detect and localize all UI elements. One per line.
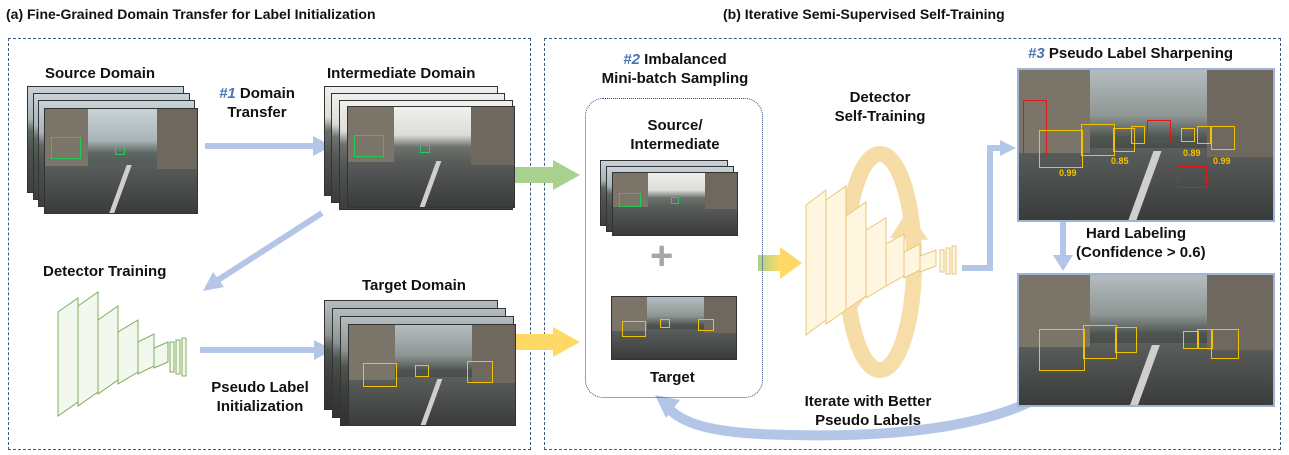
step3-label: #3 Pseudo Label Sharpening <box>1028 44 1233 63</box>
detection-box <box>1115 327 1137 353</box>
step1-label: #1 Domain Transfer <box>212 84 302 122</box>
arrow-to-target-domain <box>200 340 333 360</box>
step2-text-b: Mini-batch Sampling <box>601 70 749 87</box>
source-domain-label: Source Domain <box>45 65 156 82</box>
arrow-to-detector-training <box>203 210 324 291</box>
step1-text-a: Domain <box>239 85 295 102</box>
source-intermediate-b: Intermediate <box>630 136 720 153</box>
detection-box <box>619 193 641 207</box>
network-training-icon <box>57 291 187 417</box>
detection-box <box>1131 126 1145 144</box>
detection-box <box>622 321 646 337</box>
network-self-training-icon <box>805 185 957 336</box>
detection-box <box>698 319 714 331</box>
detection-box <box>1039 329 1085 371</box>
detection-box <box>1211 329 1239 359</box>
hard-labeling-label: Hard Labeling (Confidence > 0.6) <box>1076 224 1206 262</box>
pseudo-init-a: Pseudo Label <box>211 379 309 396</box>
arrow-green-intermediate <box>513 160 580 190</box>
panel-a-frame <box>8 38 531 450</box>
detection-box <box>660 319 670 328</box>
detection-box <box>115 147 125 155</box>
detection-box <box>354 135 384 157</box>
detector-training-label: Detector Training <box>43 263 167 280</box>
detection-box <box>420 145 430 153</box>
arrow-domain-transfer <box>205 136 332 156</box>
detection-box <box>363 363 397 387</box>
detection-box <box>1197 329 1213 349</box>
detection-box <box>1211 126 1235 150</box>
detection-box <box>671 197 679 204</box>
step2-number: #2 <box>623 51 640 68</box>
detection-box <box>1083 325 1117 359</box>
panel-a-title: (a) Fine-Grained Domain Transfer for Lab… <box>6 6 376 22</box>
self-training-label: Detector Self-Training <box>820 88 940 126</box>
step1-number: #1 <box>219 85 236 102</box>
iterate-a: Iterate with Better <box>804 393 932 410</box>
sharpening-image-before: 0.99 0.85 0.89 0.99 <box>1017 68 1275 222</box>
detection-box <box>1197 126 1211 144</box>
arrow-yellow-target <box>513 327 580 357</box>
low-confidence-box <box>1177 166 1207 188</box>
detection-box <box>1039 130 1083 168</box>
panel-b-title: (b) Iterative Semi-Supervised Self-Train… <box>723 6 1005 22</box>
source-intermediate-label: Source/ Intermediate <box>600 116 750 154</box>
minibatch-target-image <box>611 296 737 360</box>
score-label: 0.99 <box>1213 156 1231 166</box>
source-intermediate-a: Source/ <box>647 117 703 134</box>
detection-box <box>467 361 493 383</box>
step2-label: #2 Imbalanced Mini-batch Sampling <box>585 50 765 88</box>
hard-labeling-b: (Confidence > 0.6) <box>1076 244 1206 261</box>
sharpening-image-after <box>1017 273 1275 407</box>
detection-box <box>1081 124 1115 156</box>
pseudo-init-label: Pseudo Label Initialization <box>205 378 315 416</box>
detection-box <box>1181 128 1195 142</box>
iterate-b: Pseudo Labels <box>815 412 921 429</box>
panel-b-frame <box>544 38 1281 450</box>
self-training-b: Self-Training <box>834 108 926 125</box>
score-label: 0.89 <box>1183 148 1201 158</box>
low-confidence-box <box>1023 100 1047 156</box>
score-label: 0.85 <box>1111 156 1129 166</box>
plus-icon: + <box>650 234 674 278</box>
pseudo-init-b: Initialization <box>216 398 304 415</box>
target-label: Target <box>650 369 695 386</box>
score-label: 0.99 <box>1059 168 1077 178</box>
detection-box <box>1183 331 1199 349</box>
step1-text-b: Transfer <box>227 104 287 121</box>
arrow-hard-labeling <box>1053 222 1073 271</box>
intermediate-domain-label: Intermediate Domain <box>327 65 476 82</box>
minibatch-container <box>585 98 763 398</box>
target-image <box>348 324 516 426</box>
step3-text: Pseudo Label Sharpening <box>1048 45 1234 62</box>
step2-text-a: Imbalanced <box>644 51 727 68</box>
intermediate-image <box>347 106 515 208</box>
low-confidence-box <box>1147 120 1171 142</box>
arrow-to-sharpening <box>962 140 1016 271</box>
detection-box <box>415 365 429 377</box>
minibatch-source-image <box>612 172 738 236</box>
detection-box <box>51 137 81 159</box>
self-training-a: Detector <box>849 89 911 106</box>
arrow-to-self-training <box>758 247 802 279</box>
iterate-label: Iterate with Better Pseudo Labels <box>768 392 968 430</box>
arrow-iterate-back <box>655 395 1033 441</box>
hard-labeling-a: Hard Labeling <box>1085 225 1186 242</box>
step3-number: #3 <box>1028 45 1045 62</box>
source-image <box>44 108 198 214</box>
target-domain-label: Target Domain <box>362 277 466 294</box>
detection-box <box>1113 128 1135 152</box>
